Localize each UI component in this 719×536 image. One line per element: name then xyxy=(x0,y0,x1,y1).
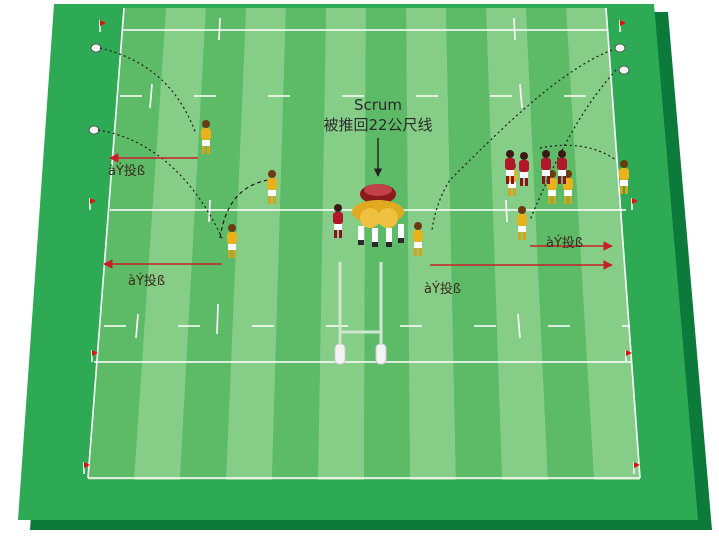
kick-label-2: àÝ投ß xyxy=(128,270,165,289)
scrum-label: Scrum xyxy=(342,96,414,114)
ball-icon xyxy=(91,44,101,52)
scrum-note: 被推回22公尺线 xyxy=(312,114,444,135)
ball-icon xyxy=(89,126,99,134)
kick-label-3: àÝ投ß xyxy=(424,278,461,297)
ball-icon xyxy=(619,66,629,74)
ball-icon xyxy=(615,44,625,52)
kick-label-1: àÝ投ß xyxy=(108,160,145,179)
kick-label-4: àÝ投ß xyxy=(546,232,583,251)
